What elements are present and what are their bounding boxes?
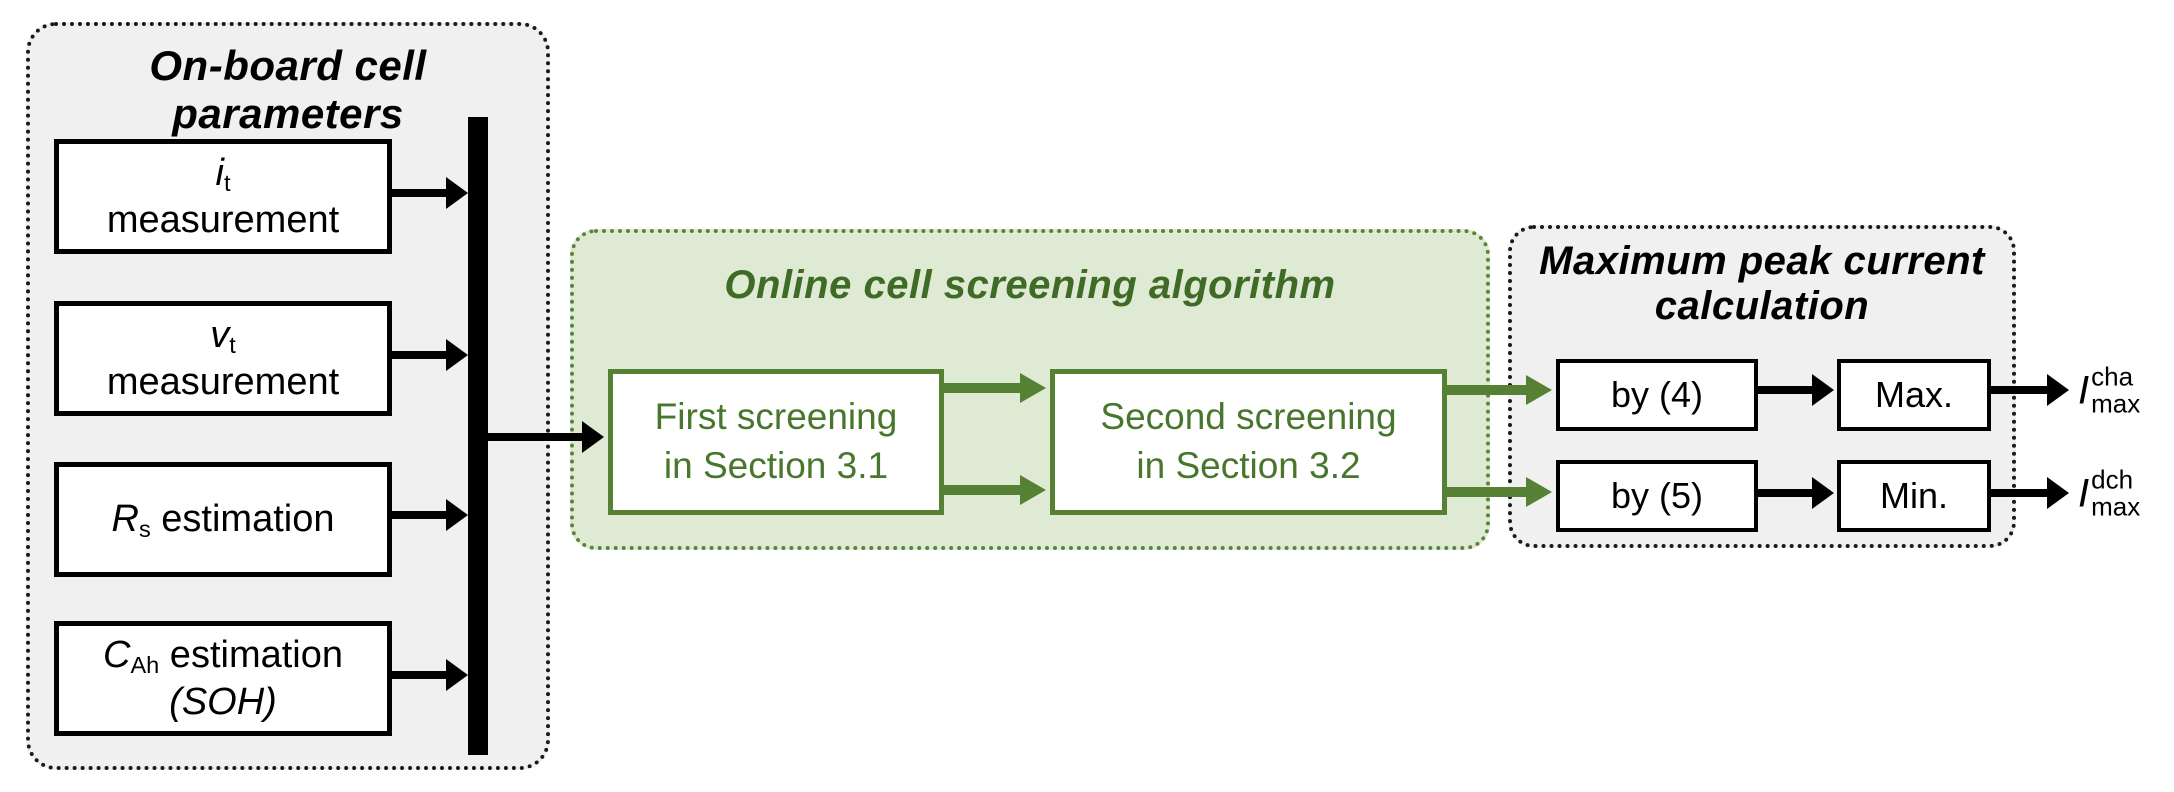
- peak-panel-title-line2: calculation: [1654, 284, 1870, 329]
- output-charge-subscript: max: [2091, 388, 2141, 418]
- arrow-by5-to-min: [1754, 489, 1812, 497]
- signal-bus-bar: [468, 117, 488, 755]
- capacity-line: CAh estimation: [103, 632, 343, 678]
- arrow-voltage-to-bus: [388, 351, 446, 359]
- arrow-second-to-by4: [1443, 385, 1526, 395]
- arrow-first-to-second-bottom: [940, 485, 1020, 495]
- voltage-measurement-label: measurement: [106, 360, 340, 403]
- arrow-first-to-second-top: [940, 383, 1020, 393]
- current-subscript: t: [223, 170, 231, 197]
- box-by-equation-5: by (5): [1556, 460, 1758, 532]
- soh-label: (SOH): [169, 680, 277, 723]
- box-min: Min.: [1837, 460, 1991, 532]
- resistance-symbol: R: [111, 498, 139, 541]
- arrow-by4-to-max: [1754, 386, 1812, 394]
- output-charge-scripts: cha max: [2091, 363, 2140, 416]
- output-max-charge-current: I cha max: [2078, 363, 2140, 416]
- arrow-bus-to-first-screening: [488, 433, 582, 441]
- box-max: Max.: [1837, 359, 1991, 431]
- arrow-max-to-output: [1987, 386, 2047, 394]
- second-screening-line2: in Section 3.2: [1136, 445, 1361, 486]
- voltage-subscript: t: [229, 332, 236, 359]
- box-capacity-estimation: CAh estimation (SOH): [54, 621, 392, 736]
- current-symbol-line: it: [216, 150, 231, 196]
- arrow-min-to-output: [1987, 489, 2047, 497]
- arrow-capacity-to-bus: [388, 671, 446, 679]
- second-screening-line1: Second screening: [1100, 396, 1397, 438]
- peak-panel-title-line1: Maximum peak current: [1539, 239, 1985, 283]
- capacity-symbol: C: [102, 634, 131, 677]
- left-panel-title: On-board cell parameters: [149, 42, 427, 137]
- on-board-parameters-panel: On-board cell parameters it measurement …: [26, 22, 550, 770]
- arrow-resistance-to-bus: [388, 511, 446, 519]
- resistance-line: Rs estimation: [112, 496, 335, 542]
- first-screening-line2: in Section 3.1: [663, 445, 889, 486]
- output-discharge-scripts: dch max: [2091, 466, 2140, 519]
- voltage-symbol: v: [210, 314, 230, 357]
- output-discharge-subscript: max: [2091, 491, 2141, 521]
- current-symbol: i: [215, 152, 224, 195]
- arrow-current-to-bus: [388, 189, 446, 197]
- box-voltage-measurement: vt measurement: [54, 301, 392, 416]
- resistance-subscript: s: [138, 516, 151, 543]
- box-current-measurement: it measurement: [54, 139, 392, 254]
- capacity-estimation-label: estimation: [159, 634, 343, 677]
- peak-panel-title: Maximum peak current calculation: [1512, 239, 2012, 329]
- resistance-estimation-label: estimation: [150, 498, 335, 541]
- screening-panel-title: Online cell screening algorithm: [724, 263, 1336, 307]
- output-discharge-superscript: dch: [2091, 464, 2134, 495]
- arrow-second-to-by5: [1443, 487, 1526, 497]
- box-resistance-estimation: Rs estimation: [54, 462, 392, 577]
- voltage-symbol-line: vt: [210, 312, 236, 358]
- box-first-screening: First screening in Section 3.1: [608, 369, 944, 515]
- output-charge-symbol: I: [2078, 368, 2090, 412]
- box-second-screening: Second screening in Section 3.2: [1050, 369, 1447, 515]
- first-screening-line1: First screening: [654, 396, 898, 438]
- output-discharge-symbol: I: [2078, 471, 2090, 515]
- current-measurement-label: measurement: [106, 198, 340, 241]
- output-max-discharge-current: I dch max: [2078, 466, 2140, 519]
- box-by-equation-4: by (4): [1556, 359, 1758, 431]
- output-charge-superscript: cha: [2091, 361, 2134, 392]
- online-screening-panel: Online cell screening algorithm First sc…: [570, 229, 1490, 550]
- capacity-subscript: Ah: [130, 652, 160, 679]
